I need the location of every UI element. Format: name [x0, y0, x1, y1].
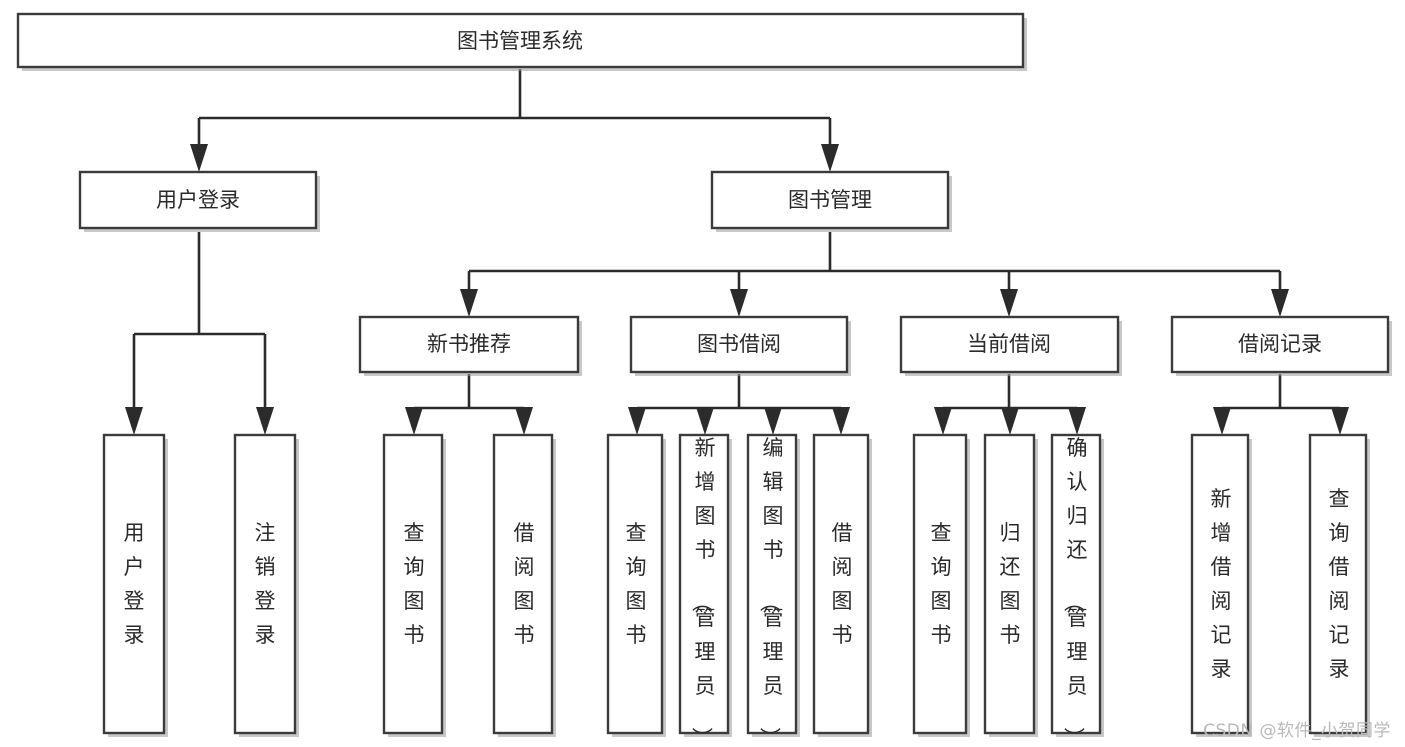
node-book-manage[interactable]: 图书管理 [710, 170, 952, 232]
node-leaf-borrow-book-1-box [492, 433, 554, 735]
node-leaf-add-book[interactable]: 新增图书（管理员） [678, 433, 732, 747]
arrow-newbook-c2-icon [515, 407, 533, 435]
node-leaf-add-book-box [678, 433, 730, 735]
node-user-login-label: 用户登录 [156, 188, 240, 212]
node-leaf-borrow-book-1[interactable]: 借阅图书 [492, 433, 556, 737]
node-leaf-confirm-return-label: 确认归还（管理员） [1062, 436, 1088, 747]
node-book-manage-label: 图书管理 [788, 188, 872, 212]
arrow-userlogin-c2-icon [256, 407, 274, 435]
node-root-label: 图书管理系统 [457, 29, 583, 53]
arrow-bookmanage-c4-icon [1271, 289, 1289, 317]
arrow-borrowrecord-c2-icon [1331, 407, 1349, 435]
arrow-root-user-login-icon [190, 144, 208, 172]
node-leaf-user-login[interactable]: 用户登录 [102, 433, 168, 737]
node-leaf-query-book-2[interactable]: 查询图书 [606, 433, 666, 737]
node-leaf-query-record[interactable]: 查询借阅记录 [1308, 433, 1370, 737]
node-current-borrow-box [899, 315, 1120, 374]
node-leaf-confirm-return[interactable]: 确认归还（管理员） [1050, 433, 1104, 747]
node-current-borrow-label: 当前借阅 [967, 332, 1051, 356]
arrow-userlogin-c1-icon [125, 407, 143, 435]
node-leaf-logout[interactable]: 注销登录 [233, 433, 299, 737]
node-leaf-user-login-box [102, 433, 166, 735]
csdn-watermark: CSDN @软件_小贺同学 [1203, 721, 1391, 741]
node-root-box [16, 12, 1025, 69]
node-leaf-edit-book-box [746, 433, 798, 735]
arrow-bookborrow-c1-icon [628, 407, 646, 435]
node-book-borrow-box [629, 315, 849, 374]
node-leaf-query-book-3[interactable]: 查询图书 [912, 433, 970, 737]
arrow-root-book-manage-icon [821, 144, 839, 172]
node-leaf-return-book-label: 归还图书 [1000, 521, 1021, 647]
node-leaf-return-book[interactable]: 归还图书 [983, 433, 1038, 737]
node-leaf-query-record-label: 查询借阅记录 [1329, 487, 1350, 681]
node-leaf-query-book-2-box [606, 433, 664, 735]
node-book-manage-box [710, 170, 950, 230]
node-leaf-user-login-label: 用户登录 [124, 521, 145, 647]
arrow-bookmanage-c1-icon [460, 289, 478, 317]
node-user-login[interactable]: 用户登录 [78, 170, 320, 232]
node-leaf-add-record-box [1190, 433, 1250, 735]
node-leaf-query-book-3-label: 查询图书 [931, 521, 952, 647]
node-leaf-query-book-2-label: 查询图书 [626, 521, 647, 647]
node-new-book-rec-label: 新书推荐 [427, 332, 511, 356]
arrow-bookborrow-c3-icon [764, 407, 782, 435]
node-root[interactable]: 图书管理系统 [16, 12, 1027, 71]
arrow-currentborrow-c3-icon [1068, 407, 1086, 435]
arrow-borrowrecord-c1-icon [1213, 407, 1231, 435]
arrow-bookborrow-c4-icon [832, 407, 850, 435]
node-leaf-confirm-return-box [1050, 433, 1102, 735]
node-leaf-logout-label: 注销登录 [255, 521, 276, 647]
arrow-bookmanage-c2-icon [730, 289, 748, 317]
node-borrow-record-box [1170, 315, 1390, 374]
node-leaf-query-book-1-box [382, 433, 444, 735]
arrow-currentborrow-c1-icon [934, 407, 952, 435]
node-leaf-add-record-label: 新增借阅记录 [1211, 487, 1232, 681]
node-leaf-return-book-box [983, 433, 1036, 735]
node-new-book-rec[interactable]: 新书推荐 [358, 315, 582, 376]
node-leaf-query-book-1-label: 查询图书 [404, 521, 425, 647]
node-leaf-edit-book-label: 编辑图书（管理员） [758, 436, 784, 747]
node-book-borrow-label: 图书借阅 [697, 332, 781, 356]
arrow-bookmanage-c3-icon [1000, 289, 1018, 317]
node-leaf-query-book-1[interactable]: 查询图书 [382, 433, 446, 737]
node-new-book-rec-box [358, 315, 580, 374]
node-leaf-logout-box [233, 433, 297, 735]
node-borrow-record-label: 借阅记录 [1238, 332, 1322, 356]
node-leaf-query-book-3-box [912, 433, 968, 735]
node-leaf-add-record[interactable]: 新增借阅记录 [1190, 433, 1252, 737]
node-leaf-borrow-book-1-label: 借阅图书 [514, 521, 535, 647]
arrow-currentborrow-c2-icon [1001, 407, 1019, 435]
arrow-bookborrow-c2-icon [696, 407, 714, 435]
node-book-borrow[interactable]: 图书借阅 [629, 315, 851, 376]
node-user-login-box [78, 170, 318, 230]
connector-layer [125, 69, 1349, 435]
node-leaf-borrow-book-2[interactable]: 借阅图书 [812, 433, 872, 737]
arrow-newbook-c1-icon [405, 407, 423, 435]
node-leaf-borrow-book-2-label: 借阅图书 [832, 521, 853, 647]
node-leaf-query-record-box [1308, 433, 1368, 735]
node-leaf-add-book-label: 新增图书（管理员） [690, 436, 716, 747]
node-current-borrow[interactable]: 当前借阅 [899, 315, 1122, 376]
node-borrow-record[interactable]: 借阅记录 [1170, 315, 1392, 376]
node-leaf-borrow-book-2-box [812, 433, 870, 735]
node-leaf-edit-book[interactable]: 编辑图书（管理员） [746, 433, 800, 747]
